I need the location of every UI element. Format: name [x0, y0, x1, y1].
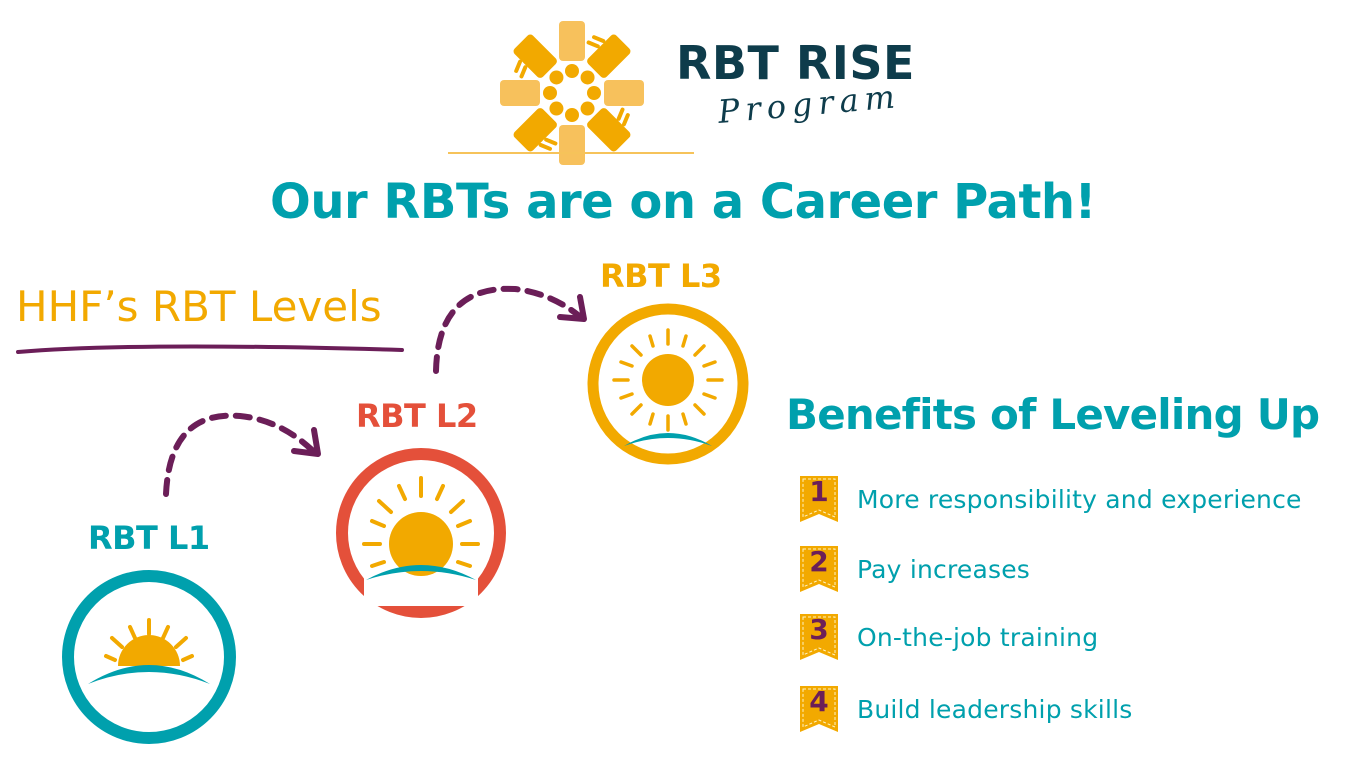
- heading-underline: [16, 344, 404, 354]
- ribbon-badge-icon: 3: [798, 612, 840, 662]
- benefit-number: 1: [809, 475, 829, 508]
- benefit-number: 4: [809, 685, 829, 718]
- benefit-text: More responsibility and experience: [857, 484, 1302, 514]
- benefit-text: Pay increases: [857, 554, 1031, 584]
- benefit-text: On-the-job training: [857, 622, 1099, 652]
- sunrise-icon: [62, 570, 236, 744]
- benefit-number: 2: [809, 545, 829, 578]
- people-circle-logo-icon: [500, 21, 644, 165]
- benefit-item: 3 On-the-job training: [798, 612, 1098, 662]
- dashed-arrow-icon: [433, 285, 587, 374]
- benefit-item: 4 Build leadership skills: [798, 684, 1132, 734]
- level-1-label: RBT L1: [88, 519, 210, 557]
- benefit-number: 3: [809, 613, 829, 646]
- full-sun-icon: [587, 303, 749, 465]
- level-2-label: RBT L2: [356, 397, 478, 435]
- brand-title: RBT RISE: [676, 36, 915, 90]
- page-title: Our RBTs are on a Career Path!: [270, 174, 1096, 230]
- dashed-arrow-icon: [163, 412, 321, 497]
- benefit-text: Build leadership skills: [857, 694, 1133, 724]
- logo-underline: [448, 152, 694, 154]
- ribbon-badge-icon: 1: [798, 474, 840, 524]
- benefits-heading: Benefits of Leveling Up: [786, 390, 1320, 439]
- ribbon-badge-icon: 2: [798, 544, 840, 594]
- rising-sun-icon: [336, 448, 506, 618]
- level-3-label: RBT L3: [600, 257, 722, 295]
- benefit-item: 1 More responsibility and experience: [798, 474, 1302, 524]
- levels-heading: HHF’s RBT Levels: [16, 282, 382, 331]
- ribbon-badge-icon: 4: [798, 684, 840, 734]
- benefit-item: 2 Pay increases: [798, 544, 1030, 594]
